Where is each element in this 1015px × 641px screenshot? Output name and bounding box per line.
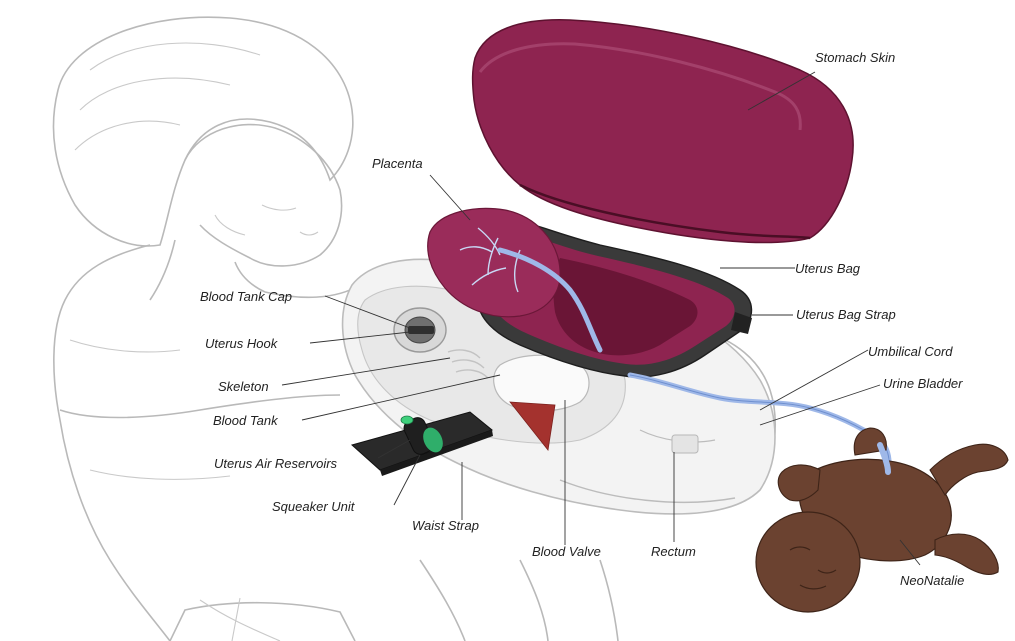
stomach-skin-icon xyxy=(473,20,854,243)
label-stomach-skin: Stomach Skin xyxy=(815,50,895,65)
label-rectum: Rectum xyxy=(651,544,696,559)
label-squeaker-unit: Squeaker Unit xyxy=(272,499,356,514)
label-uterus-hook: Uterus Hook xyxy=(205,336,279,351)
blood-tank-cap xyxy=(394,308,446,352)
newborn-baby-icon xyxy=(756,428,1008,612)
label-uterus-bag: Uterus Bag xyxy=(795,261,861,276)
label-placenta: Placenta xyxy=(372,156,423,171)
label-uterus-air-reservoirs: Uterus Air Reservoirs xyxy=(214,456,338,471)
label-uterus-bag-strap: Uterus Bag Strap xyxy=(796,307,896,322)
label-blood-tank: Blood Tank xyxy=(213,413,279,428)
label-blood-tank-cap: Blood Tank Cap xyxy=(200,289,292,304)
label-urine-bladder: Urine Bladder xyxy=(883,376,963,391)
label-waist-strap: Waist Strap xyxy=(412,518,479,533)
label-umbilical-cord: Umbilical Cord xyxy=(868,344,953,359)
label-skeleton: Skeleton xyxy=(218,379,269,394)
label-blood-valve: Blood Valve xyxy=(532,544,601,559)
label-neonatalie: NeoNatalie xyxy=(900,573,964,588)
